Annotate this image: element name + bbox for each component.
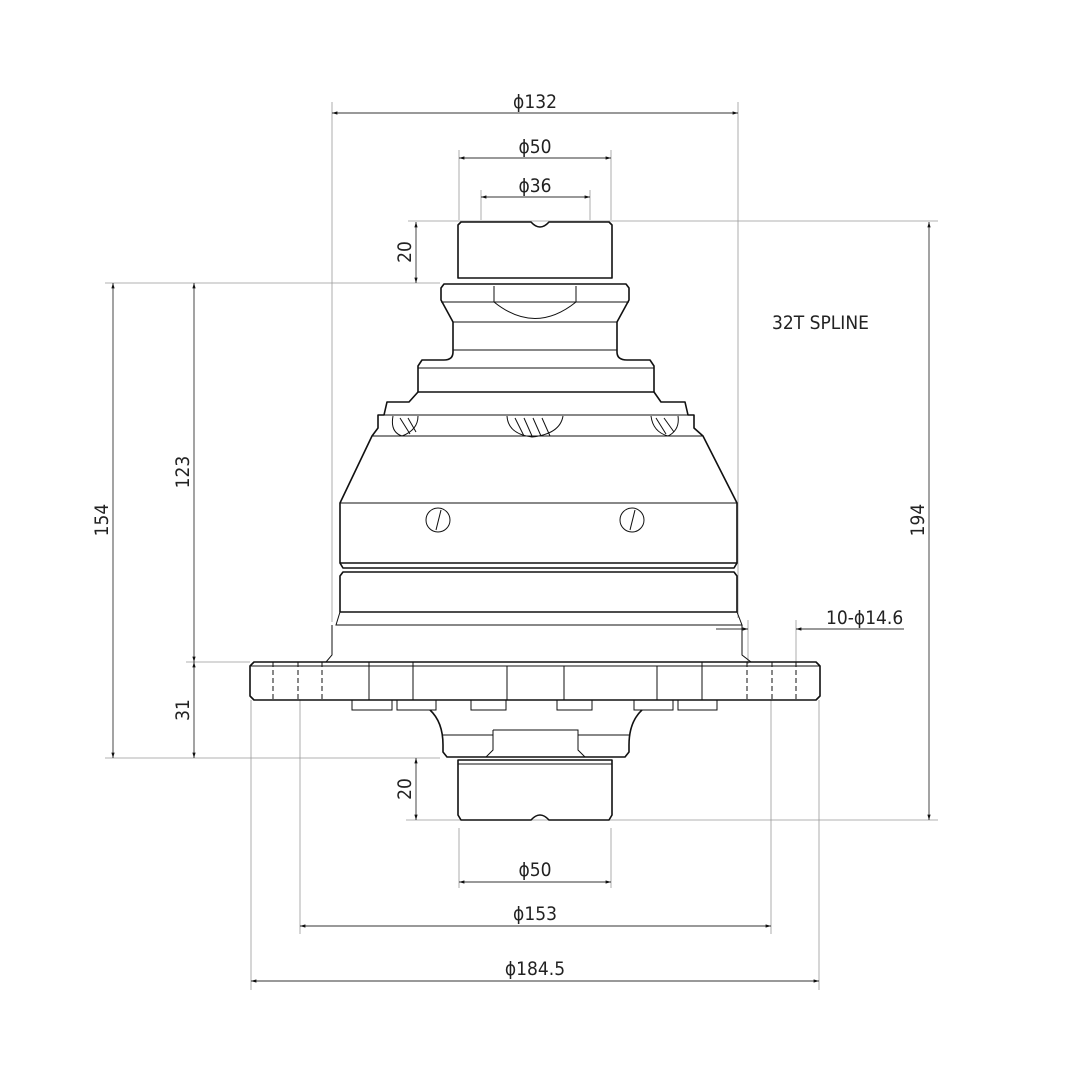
- dim-top-shaft-length: 20: [394, 241, 416, 263]
- dim-bottom-shaft-length: 20: [394, 778, 416, 800]
- dim-overall-height: 194: [907, 504, 929, 537]
- dim-top-inner-diameter: ϕ36: [518, 175, 551, 197]
- dim-bolt-holes: 10-ϕ14.6: [826, 607, 903, 629]
- dim-flange-to-bottom: 31: [172, 699, 194, 721]
- spline-note: 32T SPLINE: [772, 312, 869, 334]
- dim-top-outer-diameter: ϕ132: [513, 91, 557, 113]
- extension-lines: [105, 102, 938, 990]
- dim-bottom-shaft-diameter: ϕ50: [518, 859, 551, 881]
- dim-hub-height: 154: [91, 504, 113, 537]
- hub-part: [249, 221, 821, 821]
- dim-bolt-circle-diameter: ϕ153: [513, 903, 557, 925]
- dim-flange-diameter: ϕ184.5: [505, 958, 565, 980]
- dim-top-shaft-diameter: ϕ50: [518, 136, 551, 158]
- dimension-lines: [111, 111, 931, 983]
- dimension-labels: ϕ132 ϕ50 ϕ36 20 154 123 31 194 20 ϕ50 ϕ1…: [91, 91, 929, 980]
- dim-body-height: 123: [172, 456, 194, 489]
